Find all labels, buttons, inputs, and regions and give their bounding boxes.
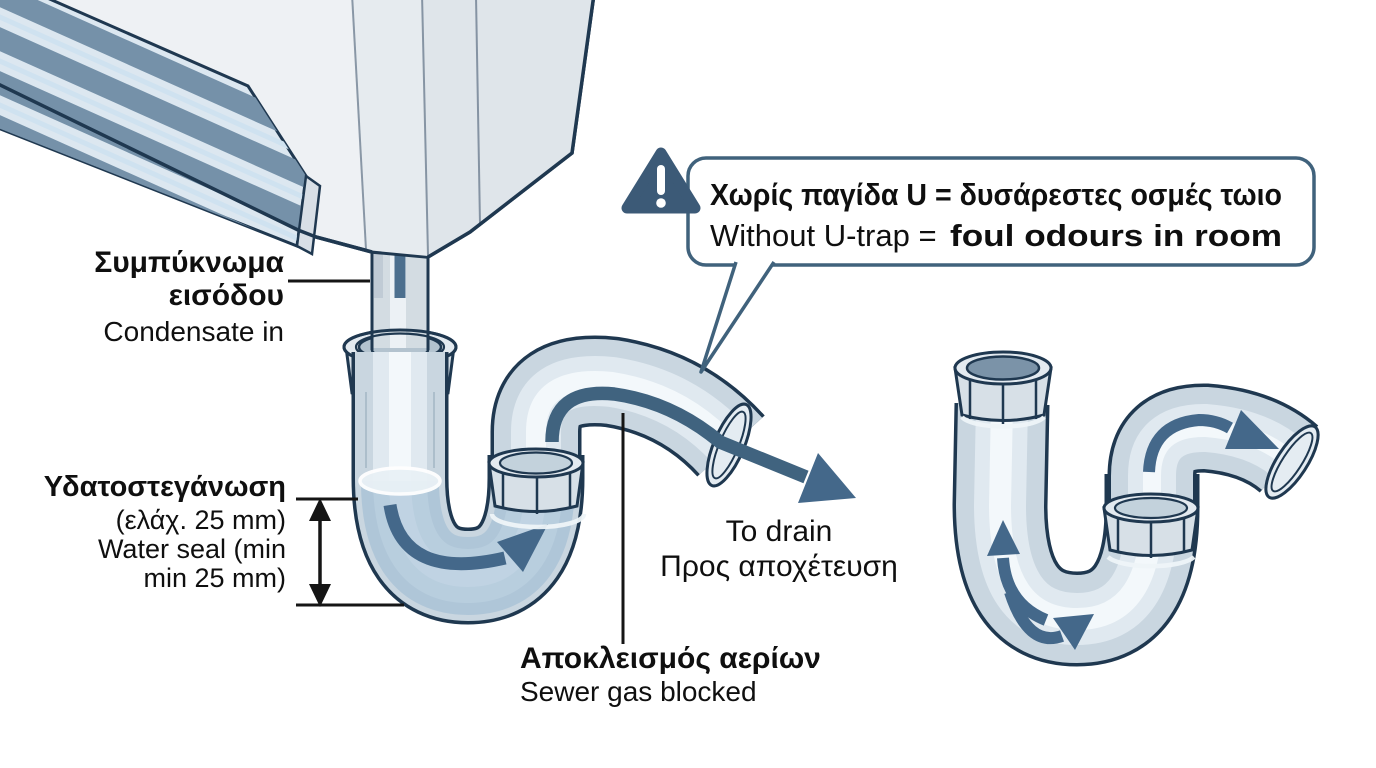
inlet-pipe-shade (374, 219, 383, 351)
flow-arrow-bottom-icon (1053, 614, 1094, 650)
label-condensate-greek-2: εισόδου (169, 279, 284, 312)
label-condensate-in: Συμπύκνωμα εισόδου Condensate in (94, 246, 284, 347)
water-seal-dimension-arrow (296, 497, 404, 607)
callout-text-greek: Χωρίς παγίδα U = δυσάρεστες οσμές τωιο (710, 177, 1282, 212)
trap-union-nut-outlet (487, 447, 587, 530)
drain-outlet-pipe (490, 335, 856, 503)
unit-panel-seam (351, 0, 367, 251)
inlet-pipe-edges (370, 298, 430, 350)
label-water-seal: Υδατοστεγάνωση (ελάχ. 25 mm) Water seal … (44, 471, 286, 593)
u-trap-isolated (952, 350, 1320, 667)
louver-gap-highlight (0, 7, 306, 159)
u-trap-with-water (351, 352, 585, 625)
exclamation-dot (656, 198, 666, 208)
unit-bottom-edge (0, 0, 595, 259)
label-sewer-gas-greek: Αποκλεισμός αερίων (520, 642, 821, 675)
trap2-inlet-nut (953, 350, 1053, 429)
indoor-ac-unit (0, 0, 595, 259)
label-condensate-english: Condensate in (103, 316, 284, 347)
unit-panel-seam (475, 0, 481, 225)
flow-arrow-top-icon (1225, 410, 1279, 449)
label-water-seal-english-1: Water seal (min (98, 534, 286, 564)
open-end-rim-outer (1264, 424, 1320, 500)
unit-side-face (422, 0, 594, 257)
louver-slat (0, 65, 306, 233)
to-drain-flow-line (545, 386, 809, 484)
warning-callout: Χωρίς παγίδα U = δυσάρεστες οσμές τωιο W… (621, 147, 1316, 374)
label-condensate-greek-1: Συμπύκνωμα (94, 246, 284, 279)
callout-text-english-emphasis: foul odours in room (950, 218, 1282, 253)
label-sewer-gas: Αποκλεισμός αερίων Sewer gas blocked (520, 642, 821, 707)
callout-text-english-prefix: Without U-trap = (710, 218, 937, 253)
transparent-wall-lines (365, 392, 435, 468)
water-flow-arrow-icon (497, 524, 548, 572)
flow-arrow-bottom-shaft (1004, 590, 1064, 645)
nut-opening (498, 451, 574, 475)
nut-lower-highlight (1106, 555, 1196, 569)
inlet-pipe-highlight (390, 298, 406, 348)
outlet-tube-core-highlight (526, 371, 739, 470)
dimension-arrowhead-up-icon (309, 498, 331, 521)
nut-lower-highlight (960, 415, 1046, 429)
nut-lower-highlight (489, 513, 587, 530)
to-drain-arrow-icon (798, 453, 856, 503)
label-to-drain-greek: Προς αποχέτευση (660, 550, 898, 583)
label-water-seal-english-2: min 25 mm) (143, 563, 286, 593)
unit-panel-seam (421, 0, 429, 257)
louver-gap-highlight (0, 51, 306, 203)
label-water-seal-greek-2: (ελάχ. 25 mm) (116, 505, 286, 535)
air-outlet-louvers (0, 0, 322, 256)
water-surface (358, 466, 442, 496)
unit-mid-face (352, 0, 428, 256)
label-water-seal-greek-1: Υδατοστεγάνωση (44, 471, 286, 503)
warning-triangle-icon (621, 147, 701, 214)
open-end-rim-inner (1270, 431, 1314, 493)
callout-tail (699, 261, 776, 374)
flow-arrow-up-icon (987, 520, 1020, 556)
water-seal-fill (361, 460, 575, 616)
nut-opening (965, 355, 1041, 381)
label-to-drain-english: To drain (726, 515, 833, 548)
dimension-arrowhead-down-icon (309, 584, 331, 607)
nut-opening (1113, 496, 1189, 520)
trap2-open-end (1264, 424, 1320, 500)
trap2-outlet-nut (1102, 492, 1200, 569)
water-flow-arrow-shaft (383, 503, 507, 571)
louver-slat (0, 21, 306, 189)
flow-arrow-top-shaft (1143, 413, 1233, 473)
label-sewer-gas-english: Sewer gas blocked (520, 676, 757, 707)
louver-gap-highlight (0, 95, 306, 246)
label-to-drain: To drain Προς αποχέτευση (660, 515, 898, 583)
